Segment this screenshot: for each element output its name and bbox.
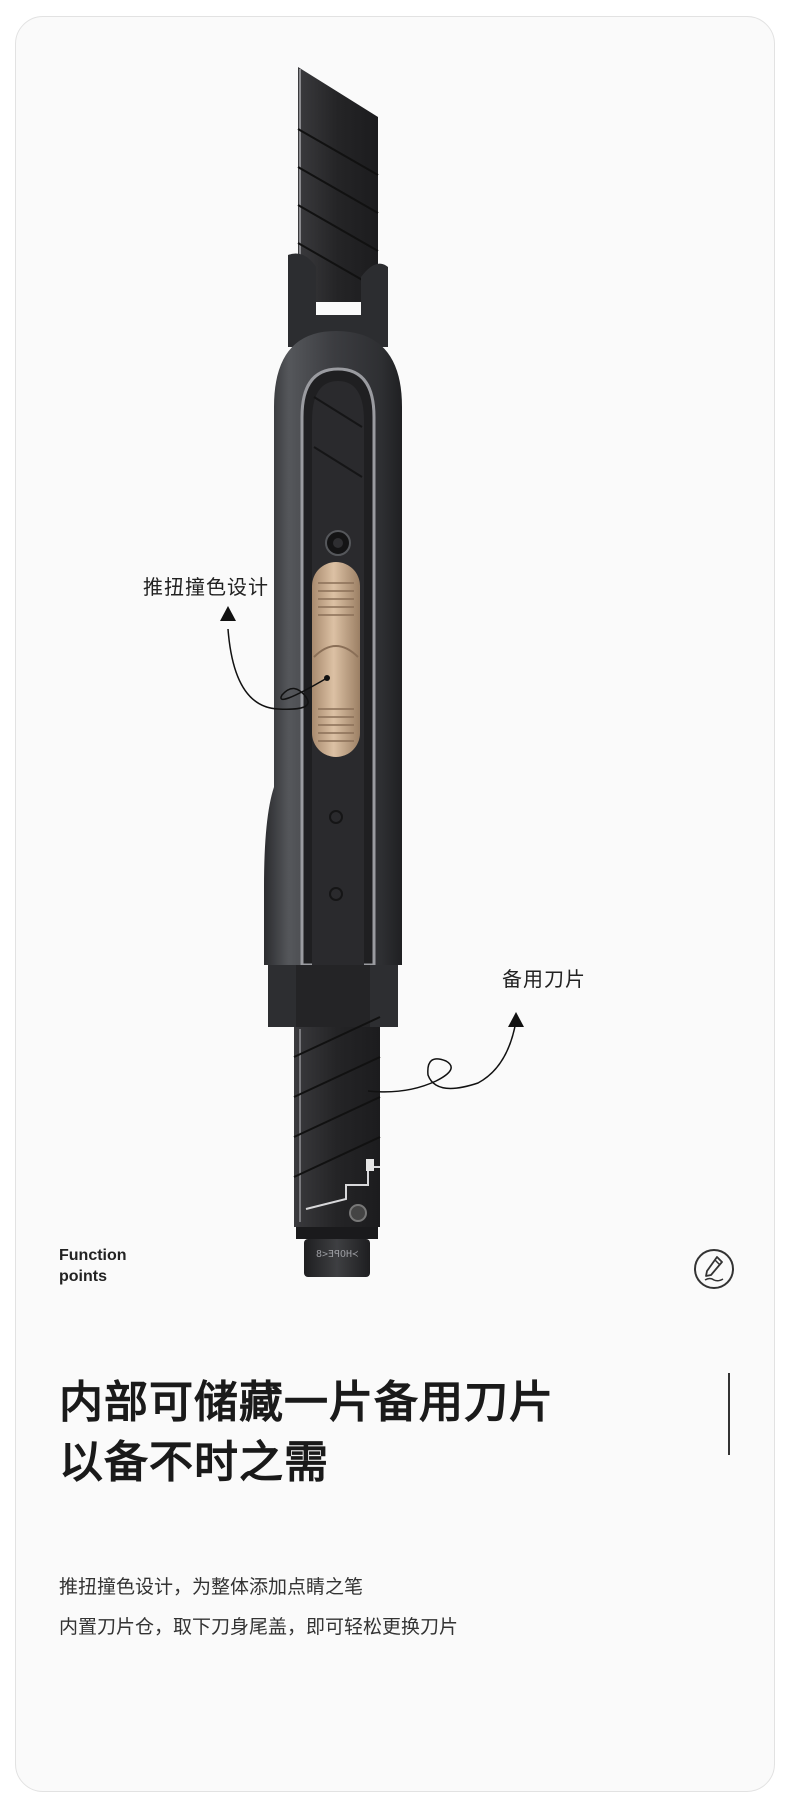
top-blade — [297, 67, 379, 302]
end-cap-text: ≻HOPE<8 — [315, 1249, 359, 1260]
description-line2: 内置刀片仓，取下刀身尾盖，即可轻松更换刀片 — [59, 1616, 459, 1638]
nose-guard — [288, 253, 388, 347]
headline: 内部可储藏一片备用刀片 以备不时之需 — [59, 1373, 554, 1493]
function-points-caption: Function points — [59, 1245, 127, 1287]
description: 推扭撞色设计，为整体添加点睛之笔 内置刀片仓，取下刀身尾盖，即可轻松更换刀片 — [59, 1567, 458, 1647]
vertical-divider — [728, 1373, 730, 1455]
end-cap — [296, 1227, 378, 1277]
pen-badge — [694, 1249, 734, 1289]
slider-callout-label: 推扭撞色设计 — [143, 575, 269, 599]
headline-line1: 内部可储藏一片备用刀片 — [59, 1377, 554, 1428]
utility-knife-illustration — [220, 67, 524, 1277]
function-points-line2: points — [59, 1268, 107, 1285]
headline-line2: 以备不时之需 — [59, 1437, 329, 1488]
slider-knob — [312, 562, 360, 757]
blade-callout-label: 备用刀片 — [502, 967, 586, 991]
blade-callout-arrow — [367, 1020, 517, 1093]
slider-callout-arrow — [227, 628, 328, 710]
spare-blade — [293, 1016, 381, 1227]
product-card: ≻HOPE<8 推扭撞色设计 备用刀片 Function points 内部可储… — [15, 16, 775, 1792]
description-line1: 推扭撞色设计，为整体添加点睛之笔 — [59, 1576, 364, 1598]
function-points-line1: Function — [59, 1247, 127, 1264]
pen-icon — [704, 1256, 724, 1282]
